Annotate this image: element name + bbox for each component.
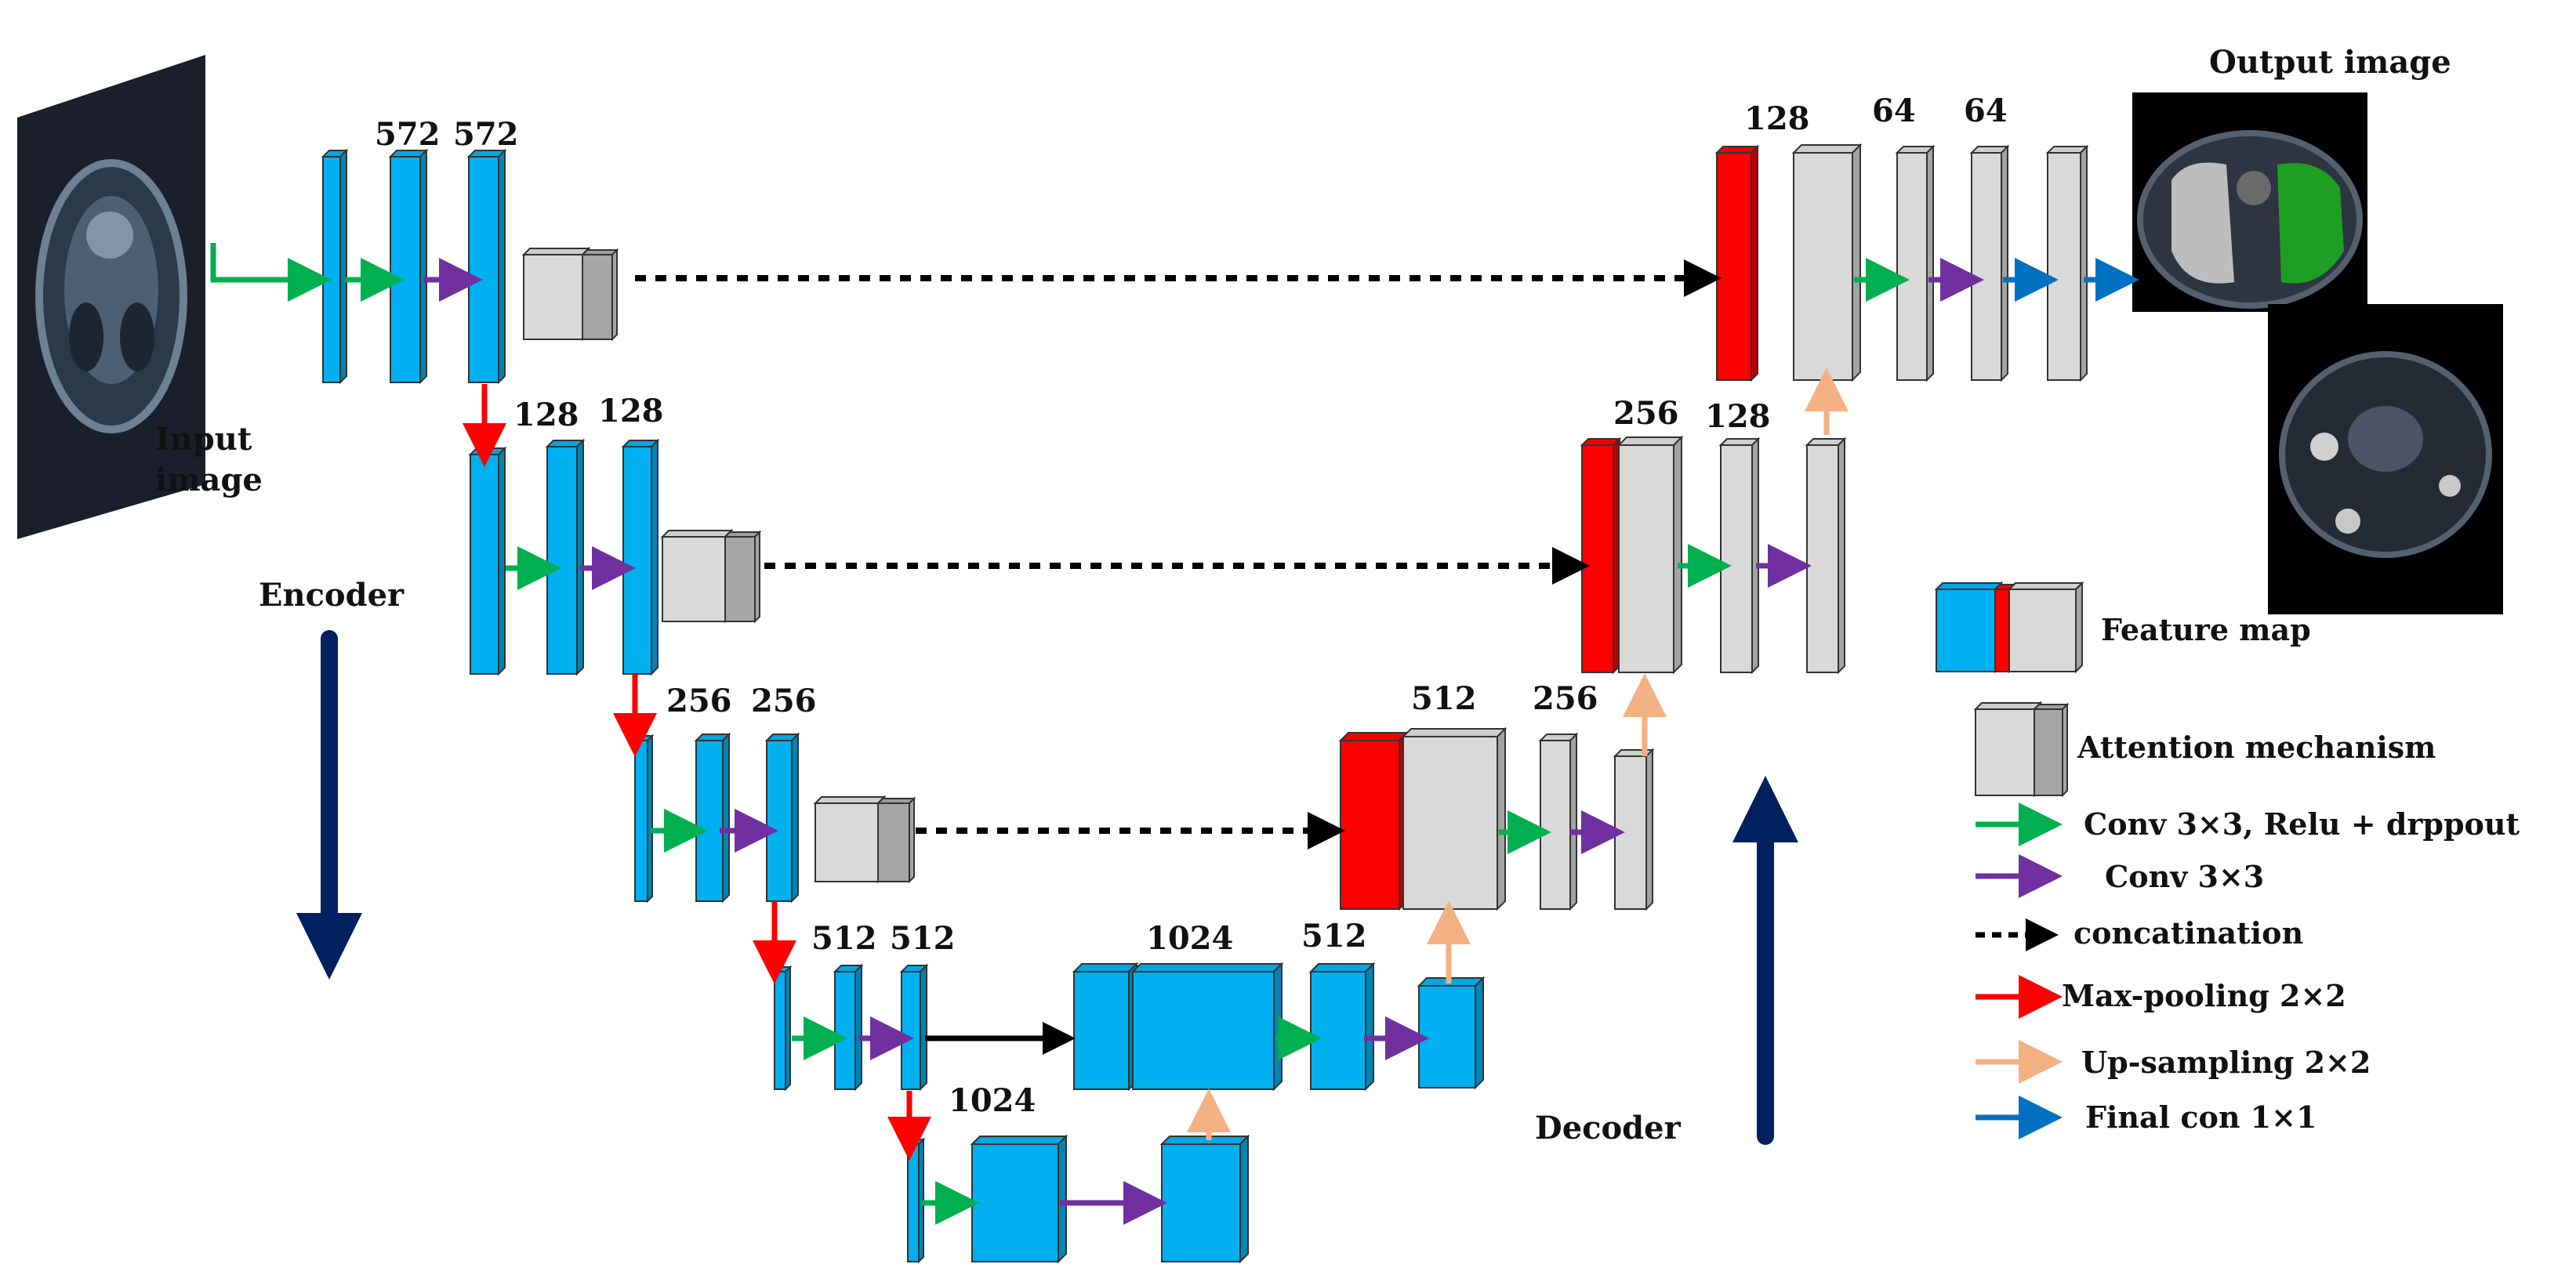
encoder-block: [970, 1134, 1068, 1264]
encoder-direction-arrow: [296, 630, 362, 980]
encoder-block: [1072, 962, 1139, 1092]
encoder-block: [468, 446, 507, 676]
attention-block: [813, 795, 887, 884]
encoder-block: [1159, 1134, 1250, 1264]
legend-attention-label: Attention mechanism: [2077, 730, 2436, 765]
input-ct-image: [17, 55, 205, 539]
encoder-block: [633, 733, 655, 904]
channel-dec4-concat: 1024: [1146, 920, 1234, 957]
decoder-block: [1616, 435, 1684, 675]
channel-dec3-concat: 512: [1411, 680, 1477, 717]
encoder-block: [772, 965, 793, 1092]
attention-block-side: [580, 248, 619, 342]
decoder-block: [1613, 748, 1655, 911]
decoder-block: [1718, 436, 1761, 675]
attention-block-side: [723, 530, 762, 624]
channel-enc2-b: 128: [598, 393, 664, 429]
output-ct-image: [2132, 92, 2367, 312]
concat-block: [1338, 730, 1410, 911]
legend-conv-label: Conv 3×3: [2105, 859, 2265, 894]
decoder-block: [1895, 144, 1936, 382]
channel-dec2-concat: 256: [1613, 395, 1679, 432]
legend-upsample-label: Up-sampling 2×2: [2081, 1045, 2371, 1080]
legend-attention-icon-side: [2032, 702, 2070, 798]
concat-block: [1580, 436, 1622, 675]
legend-conv-relu-label: Conv 3×3, Relu + drppout: [2084, 806, 2520, 842]
legend-concat-label: concatination: [2073, 915, 2304, 951]
decoder-block: [1791, 143, 1863, 382]
output-image-label: Output image: [2209, 44, 2451, 81]
encoder-block: [833, 963, 864, 1092]
encoder-block: [764, 732, 800, 904]
encoder-block: [899, 963, 929, 1092]
channel-dec3-conv: 256: [1533, 680, 1598, 717]
legend-maxpool-label: Max-pooling 2×2: [2062, 978, 2346, 1013]
channel-enc4-a: 512: [811, 920, 877, 957]
decoder-block: [1805, 436, 1847, 675]
channel-enc2-a: 128: [513, 397, 579, 433]
encoder-label: Encoder: [259, 577, 405, 614]
legend-feature-map-icon: [1934, 581, 2004, 674]
channel-enc1-b: 572: [453, 116, 519, 153]
channel-enc3-b: 256: [751, 683, 817, 719]
encoder-block: [466, 148, 507, 385]
legend-feature-map-label: Feature map: [2101, 612, 2311, 647]
encoder-block: [545, 438, 586, 676]
attention-block: [660, 528, 734, 624]
encoder-block: [1130, 962, 1284, 1092]
decoder-label: Decoder: [1535, 1110, 1681, 1146]
input-arrow: [210, 243, 332, 302]
encoder-block: [694, 732, 731, 904]
encoder-block: [321, 148, 349, 385]
decoder-direction-arrow: [1732, 776, 1798, 1145]
legend-attention-icon: [1973, 701, 2043, 798]
channel-enc3-a: 256: [666, 683, 732, 719]
encoder-block: [1417, 976, 1486, 1090]
encoder-block: [388, 148, 429, 385]
channel-dec1-concat: 128: [1744, 100, 1810, 137]
attention-block-side: [876, 796, 916, 884]
output-ct-image-2: [2268, 304, 2503, 614]
concat-block: [1714, 144, 1760, 382]
decoder-block: [1538, 732, 1579, 911]
encoder-block: [621, 438, 660, 676]
legend-final-conv-label: Final con 1×1: [2085, 1099, 2317, 1135]
encoder-block: [905, 1137, 926, 1264]
channel-dec4-conv: 512: [1301, 918, 1367, 954]
decoder-block: [2045, 144, 2089, 382]
channel-dec2-conv: 128: [1705, 398, 1771, 435]
channel-dec1-conv-b: 64: [1964, 92, 2008, 129]
legend-feature-map-icon-gray: [2007, 581, 2084, 674]
channel-enc1-a: 572: [375, 116, 441, 153]
decoder-block: [1401, 726, 1508, 911]
channel-bottom: 1024: [949, 1082, 1036, 1119]
attention-block: [521, 246, 591, 342]
decoder-block: [1969, 144, 2010, 382]
channel-enc4-b: 512: [890, 920, 956, 957]
encoder-block: [1308, 962, 1376, 1092]
input-image-label: Input image: [155, 421, 263, 498]
channel-dec1-conv-a: 64: [1872, 92, 1916, 129]
